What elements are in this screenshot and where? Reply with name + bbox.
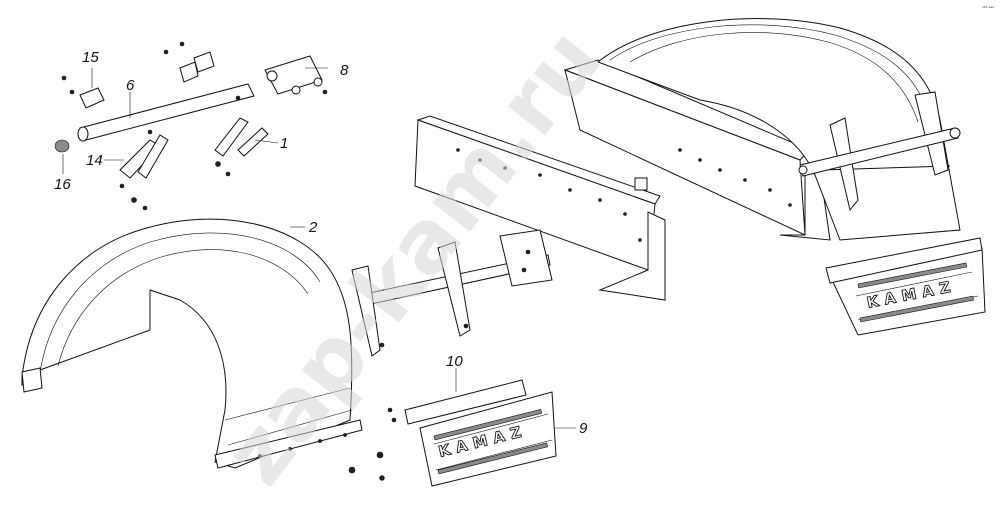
small-hardware-parts [54, 41, 328, 211]
callout-15: 15 [82, 49, 99, 66]
callout-8: 8 [340, 62, 349, 79]
callout-10: 10 [446, 353, 463, 370]
callout-6: 6 [126, 77, 135, 94]
callout-16: 16 [54, 176, 71, 193]
rear-fender-far [597, 18, 961, 241]
callout-2: 2 [308, 219, 318, 236]
callout-9: 9 [579, 420, 588, 437]
mudflap-front: KAMAZ [348, 379, 557, 487]
corner-mark: ᵒᴹ ᵃᵃᵃ [982, 6, 994, 12]
fender-mount-axle [351, 229, 553, 357]
front-fender [21, 218, 363, 469]
callout-1: 1 [280, 135, 288, 152]
mudflap-rear: KAMAZ [825, 237, 986, 336]
leader-lines [62, 67, 576, 429]
callout-14: 14 [86, 152, 103, 169]
frame-rail-assembly [414, 59, 831, 301]
